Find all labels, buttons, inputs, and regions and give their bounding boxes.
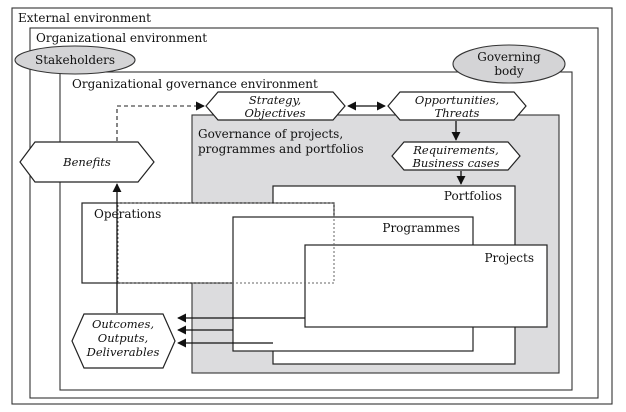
opportunities-hexagon — [387, 91, 527, 121]
governance-ppp-label-line1: Governance of projects, — [198, 127, 343, 141]
benefits-hexagon — [19, 141, 155, 183]
requirements-label-line2: Business cases — [411, 156, 499, 170]
governing-body-label-line1: Governing — [477, 50, 541, 64]
governance-environment-label: Organizational governance environment — [72, 77, 318, 91]
external-environment-frame — [11, 7, 613, 405]
outcomes-hexagon — [71, 313, 176, 369]
operations-label: Operations — [94, 207, 161, 221]
operations-overlap-dotted — [117, 202, 335, 284]
governing-body-label-line2: body — [494, 64, 524, 78]
programmes-label: Programmes — [382, 221, 460, 235]
governance-ppp-label-line2: programmes and portfolios — [198, 142, 364, 156]
benefits-strategy-dashed-line — [116, 105, 200, 141]
requirements-label-line1: Requirements, — [412, 143, 499, 157]
strategy-hexagon — [205, 91, 346, 121]
projects-label: Projects — [484, 251, 534, 265]
stakeholders-label: Stakeholders — [35, 53, 115, 67]
governing-body-ellipse — [452, 44, 566, 84]
outcomes-label-line3: Deliverables — [86, 345, 160, 359]
governance-environment-frame — [59, 71, 573, 391]
opportunities-label-line2: Threats — [435, 106, 480, 120]
requirements-hexagon — [391, 141, 521, 171]
strategy-label-line2: Objectives — [244, 106, 305, 120]
opportunities-label-line1: Opportunities, — [415, 93, 499, 107]
strategy-label-line1: Strategy, — [249, 93, 301, 107]
benefits-label: Benefits — [62, 155, 111, 169]
external-environment-label: External environment — [18, 11, 151, 25]
outcomes-label-line2: Outputs, — [98, 331, 148, 345]
organizational-environment-frame — [29, 27, 599, 399]
stakeholders-ellipse — [14, 45, 136, 75]
organizational-environment-label: Organizational environment — [36, 31, 207, 45]
projects-box — [304, 244, 548, 328]
outcomes-label-line1: Outcomes, — [92, 317, 154, 331]
portfolios-label: Portfolios — [444, 189, 502, 203]
